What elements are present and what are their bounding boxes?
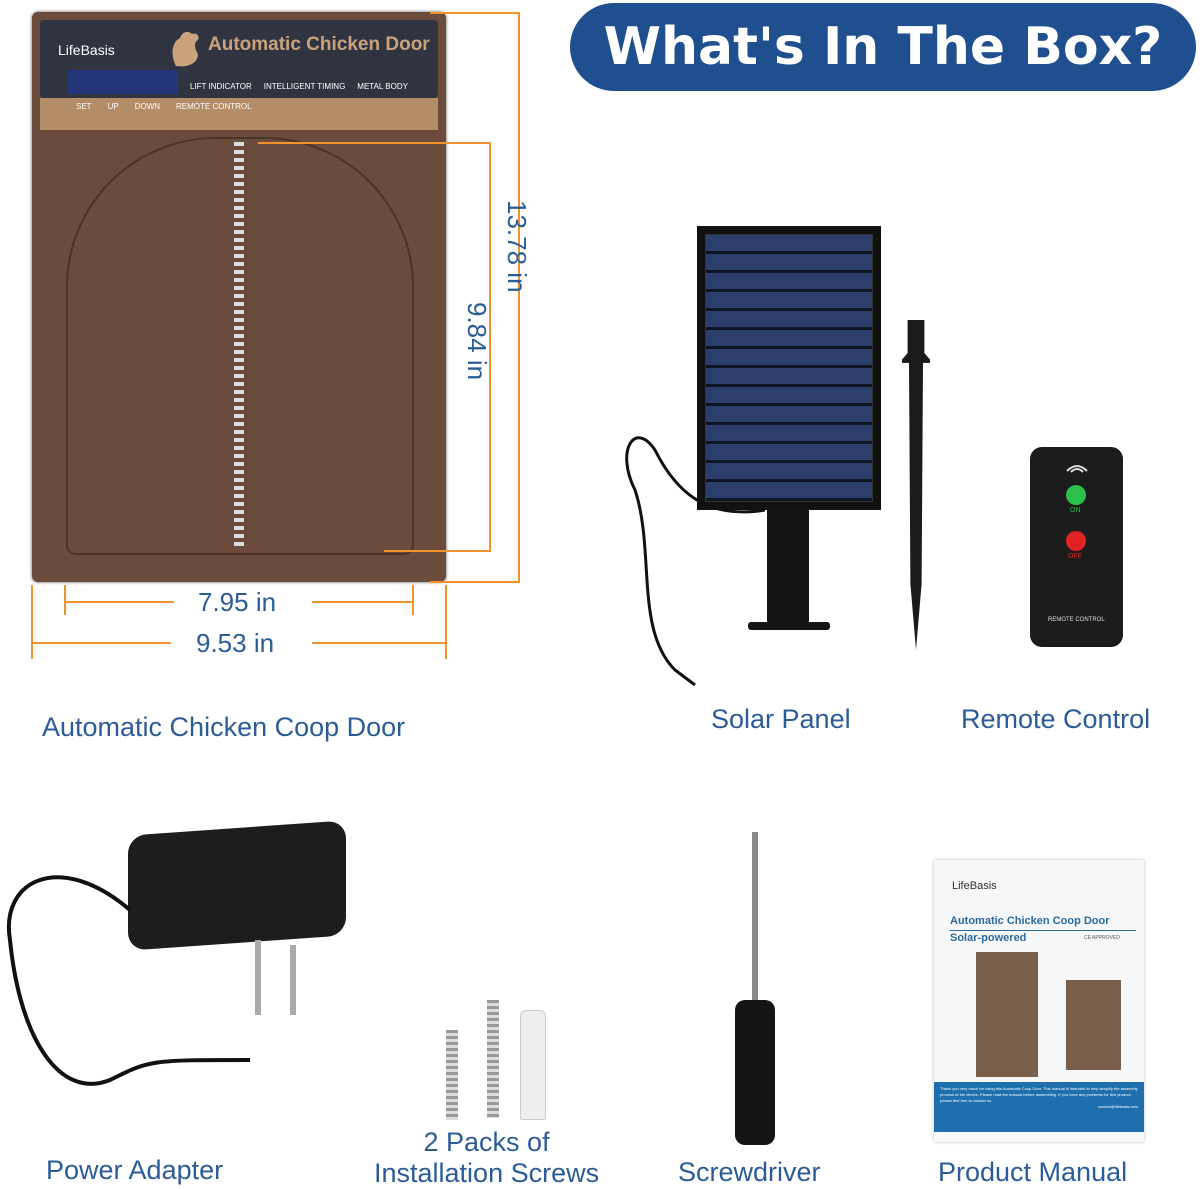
manual-brand: LifeBasis (952, 880, 997, 892)
product-manual-image: LifeBasis Automatic Chicken Coop Door So… (934, 860, 1144, 1142)
dimension-line (31, 642, 171, 644)
screwdriver-label: Screwdriver (678, 1157, 821, 1187)
manual-body: Thank you very much for using this Autom… (940, 1086, 1138, 1103)
manual-door-photo (1066, 980, 1121, 1070)
solar-panel-image (697, 226, 881, 510)
screw-image (446, 1030, 458, 1120)
remote-control-label: Remote Control (961, 704, 1151, 734)
lift-indicator-strip (234, 142, 244, 548)
dimension-line (312, 642, 446, 644)
dimension-line (518, 12, 520, 582)
door-brand: LifeBasis (58, 42, 115, 58)
button-row: SET UP DOWN REMOTE CONTROL (76, 102, 252, 111)
remote-control-label: REMOTE CONTROL (176, 102, 252, 111)
feature-label: INTELLIGENT TIMING (263, 82, 346, 91)
screw-image (487, 1000, 499, 1118)
power-on-button[interactable] (1066, 485, 1086, 505)
door-button-panel: SET UP DOWN REMOTE CONTROL (40, 98, 438, 130)
adapter-cable (6, 875, 251, 1086)
wall-anchor-image (520, 1010, 546, 1120)
solar-stand-base (748, 622, 830, 630)
on-label: ON (1070, 507, 1081, 514)
adapter-prong (290, 945, 296, 1015)
screws-label-line: Installation Screws (374, 1158, 600, 1188)
dimension-line (412, 585, 414, 615)
manual-divider (950, 930, 1136, 931)
rooster-icon (172, 31, 199, 67)
off-label: OFF (1068, 553, 1082, 560)
dimension-line (31, 585, 33, 659)
set-button[interactable]: SET (76, 102, 92, 111)
manual-contact: contact@lifebasis.com (1097, 1104, 1138, 1109)
door-control-head: LifeBasis Automatic Chicken Door LIFT IN… (40, 20, 438, 98)
door-arch (66, 137, 414, 555)
door-label: Automatic Chicken Coop Door (42, 712, 406, 742)
manual-badge: CE APPROVED (1084, 935, 1120, 941)
dimension-line (430, 581, 520, 583)
product-manual-label: Product Manual (938, 1157, 1128, 1187)
screwdriver-image (735, 1000, 775, 1145)
dimension-line (258, 142, 490, 144)
height-inner-dimension: 9.84 in (462, 302, 492, 381)
feature-label: LIFT INDICATOR (190, 82, 252, 91)
power-adapter-label: Power Adapter (46, 1155, 224, 1185)
dimension-line (430, 12, 520, 14)
chicken-door-image: LifeBasis Automatic Chicken Door LIFT IN… (32, 12, 446, 582)
dimension-line (445, 585, 447, 659)
down-button[interactable]: DOWN (134, 102, 161, 111)
feature-list: LIFT INDICATOR INTELLIGENT TIMING METAL … (190, 82, 408, 91)
solar-cable (625, 436, 766, 687)
power-off-button[interactable] (1066, 531, 1086, 551)
up-button[interactable]: UP (107, 102, 119, 111)
feature-label: METAL BODY (357, 82, 408, 91)
signal-icon (1066, 465, 1088, 473)
screwdriver-shaft (752, 832, 758, 1007)
remote-control-image: ON OFF REMOTE CONTROL (1030, 447, 1123, 647)
adapter-prong (255, 940, 261, 1015)
dimension-line (64, 601, 174, 603)
width-inner-dimension: 7.95 in (198, 587, 277, 617)
dimension-line (489, 142, 491, 552)
ground-stake (902, 320, 930, 650)
screws-label-line: 2 Packs of (423, 1127, 550, 1157)
page-title: What's In The Box? (570, 3, 1196, 91)
manual-footer: Thank you very much for using this Autom… (934, 1082, 1144, 1132)
remote-text: REMOTE CONTROL (1048, 617, 1105, 623)
solar-cells (705, 234, 873, 502)
manual-door-photo (976, 952, 1038, 1077)
height-outer-dimension: 13.78 in (502, 200, 532, 293)
width-outer-dimension: 9.53 in (196, 628, 275, 658)
solar-panel-label: Solar Panel (711, 704, 851, 734)
solar-stand (767, 510, 809, 625)
dimension-line (384, 550, 490, 552)
dimension-line (312, 601, 412, 603)
manual-subtitle: Solar-powered (950, 932, 1027, 944)
dimension-line (64, 585, 66, 615)
door-product-title: Automatic Chicken Door (208, 34, 430, 55)
manual-title: Automatic Chicken Coop Door (950, 915, 1110, 927)
lcd-display (68, 70, 178, 94)
